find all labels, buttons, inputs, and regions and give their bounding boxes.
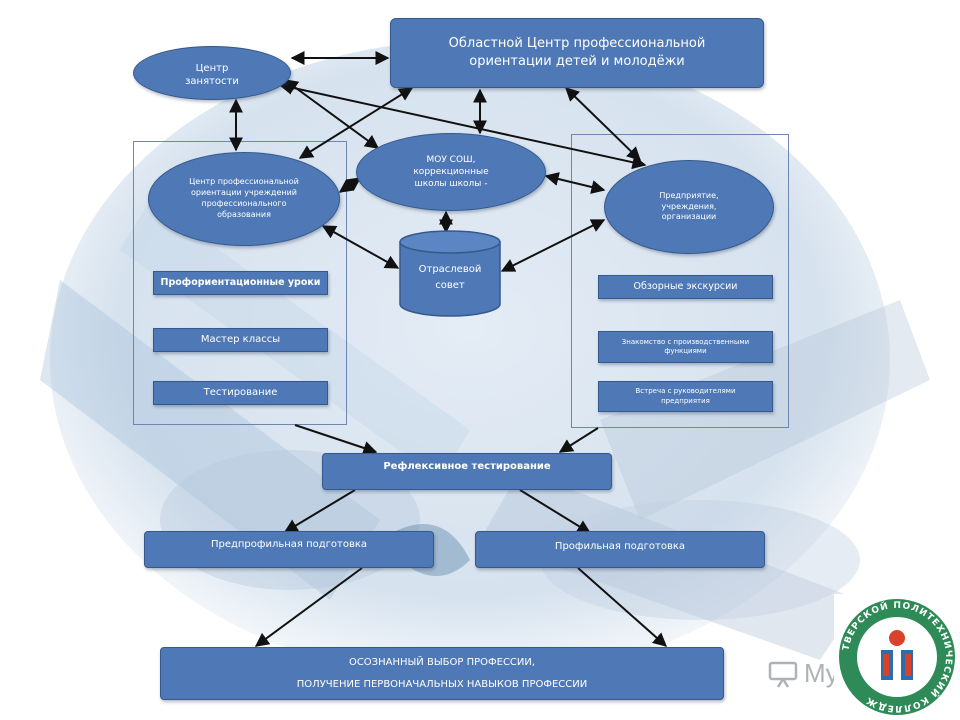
- final-outcome-line1: ОСОЗНАННЫЙ ВЫБОР ПРОФЕССИИ,: [348, 657, 536, 668]
- regional-center-box: Областной Центр профессиональной ориента…: [390, 18, 764, 88]
- employment-center-label: Центр занятости: [185, 62, 239, 88]
- final-outcome-box: ОСОЗНАННЫЙ ВЫБОР ПРОФЕССИИ, ПОЛУЧЕНИЕ ПЕ…: [160, 647, 724, 700]
- reflexive-testing-label: Рефлексивное тестирование: [383, 461, 551, 472]
- excursions-label: Обзорные экскурсии: [633, 280, 738, 292]
- acquaintance-box: Знакомство с производственными функциями: [598, 331, 773, 363]
- branch-council-text: Отраслевой совет: [404, 262, 496, 294]
- presentation-icon: [768, 661, 798, 688]
- reflexive-testing-box: Рефлексивное тестирование: [322, 453, 612, 490]
- branch-council-cylinder: [399, 230, 501, 317]
- enterprise-ellipse: Предприятие, учреждения, организации: [604, 160, 774, 254]
- profile-box: Профильная подготовка: [475, 531, 765, 568]
- prof-center-label: Центр профессиональной ориентации учрежд…: [189, 177, 299, 219]
- final-outcome-line2: ПОЛУЧЕНИЕ ПЕРВОНАЧАЛЬНЫХ НАВЫКОВ ПРОФЕСС…: [296, 678, 588, 690]
- acquaintance-label: Знакомство с производственными функциями: [621, 337, 750, 355]
- right-group-frame: [571, 134, 789, 428]
- master-classes-box: Мастер классы: [153, 328, 328, 352]
- mou-ellipse: МОУ СОШ, коррекционные школы школы -: [356, 133, 546, 211]
- enterprise-label: Предприятие, учреждения, организации: [659, 190, 719, 222]
- profile-label: Профильная подготовка: [554, 541, 686, 552]
- meeting-box: Встреча с руководителями предприятия: [598, 381, 773, 412]
- testing-box: Тестирование: [153, 381, 328, 405]
- preprofile-label: Предпрофильная подготовка: [210, 539, 368, 550]
- employment-center-ellipse: Центр занятости: [133, 46, 291, 100]
- college-seal-logo: ТВЕРСКОЙ ПОЛИТЕХНИЧЕСКИЙ КОЛЛЕДЖ: [834, 594, 960, 720]
- mou-label: МОУ СОШ, коррекционные школы школы -: [413, 154, 489, 190]
- preprofile-box: Предпрофильная подготовка: [144, 531, 434, 568]
- master-classes-label: Мастер классы: [200, 334, 281, 346]
- prof-center-ellipse: Центр профессиональной ориентации учрежд…: [148, 152, 340, 246]
- regional-center-label: Областной Центр профессиональной ориента…: [448, 36, 706, 69]
- branch-council-label: Отраслевой совет: [418, 264, 482, 291]
- testing-label: Тестирование: [203, 387, 278, 399]
- excursions-box: Обзорные экскурсии: [598, 275, 773, 299]
- lessons-box: Профориентационные уроки: [153, 271, 328, 295]
- meeting-label: Встреча с руководителями предприятия: [635, 387, 736, 405]
- lessons-label: Профориентационные уроки: [160, 276, 321, 288]
